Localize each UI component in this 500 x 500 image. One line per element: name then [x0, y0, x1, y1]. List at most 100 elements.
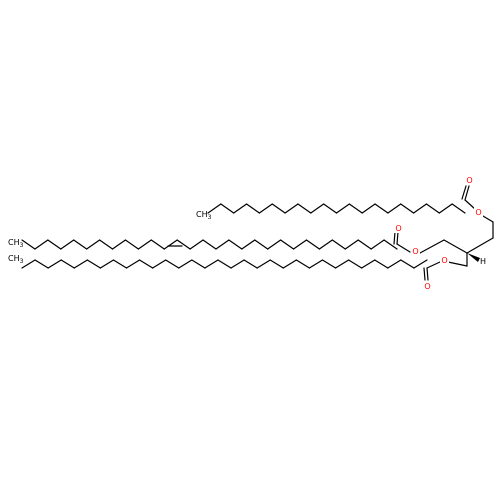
acyl-chain-bottom [269, 259, 284, 269]
acyl-chain-top [233, 203, 248, 214]
oxygen-label-bg [474, 207, 483, 217]
methyl-label-middle: CH3 [8, 238, 24, 249]
bond-layer [21, 185, 494, 281]
acyl-chain-bottom [256, 259, 271, 269]
ester-oxygen-label-middle: O [412, 247, 418, 256]
acyl-chain-top [413, 203, 428, 214]
acyl-chain-middle [21, 239, 36, 250]
carbonyl-oxygen-label-bottom: O [424, 282, 430, 291]
acyl-chain-bottom [152, 259, 167, 269]
acyl-chain-middle [254, 239, 269, 250]
acyl-chain-middle [241, 239, 256, 250]
acyl-chain-bottom [99, 259, 115, 269]
acyl-chain-middle [189, 239, 204, 250]
acyl-chain-middle [370, 239, 385, 250]
acyl-chain-top [207, 203, 222, 214]
acyl-chain-middle [215, 239, 230, 250]
carbonyl-double-bond [423, 267, 426, 281]
acyl-chain-top [387, 203, 402, 214]
acyl-chain-top [323, 203, 338, 214]
acyl-chain-middle [202, 239, 217, 250]
acyl-chain-middle [124, 239, 139, 250]
ester-oxygen-label-bottom: O [441, 256, 447, 265]
ester-bond [464, 199, 476, 210]
methyl-label-top: CH3 [196, 210, 212, 221]
acyl-chain-middle [98, 239, 114, 250]
acyl-chain-middle [383, 239, 398, 250]
acyl-chain-bottom [112, 259, 128, 269]
acyl-chain-middle [150, 239, 165, 250]
acyl-chain-bottom [21, 259, 36, 269]
acyl-chain-top [258, 203, 273, 214]
acyl-chain-top [245, 203, 260, 214]
carbonyl-oxygen-label-middle: O [395, 224, 401, 233]
acyl-chain-top [335, 203, 350, 214]
acyl-chain-middle [60, 239, 75, 250]
oxygen-label-bg [394, 223, 403, 233]
acyl-chain-top [310, 203, 325, 214]
ester-bond [447, 261, 468, 267]
acyl-chain-bottom [243, 259, 258, 269]
acyl-chain-middle [305, 239, 321, 250]
carbonyl-double-bond [396, 231, 399, 245]
carbonyl-double-bond [461, 185, 467, 200]
carbonyl-oxygen-label-top: O [466, 176, 472, 185]
acyl-chain-bottom [348, 259, 363, 269]
oxygen-label-bg [411, 246, 420, 256]
acyl-chain-top [284, 203, 299, 214]
acyl-chain-bottom [308, 259, 324, 269]
acyl-chain-bottom [34, 259, 49, 269]
glycerol-bond [419, 239, 445, 254]
stereo-hydrogen-label: H [480, 257, 486, 266]
acyl-chain-bottom [400, 259, 415, 269]
oxygen-label-bg [465, 175, 474, 185]
acyl-chain-top [361, 203, 376, 214]
acyl-chain-middle [111, 239, 127, 250]
oxygen-label-bg [423, 281, 432, 291]
acyl-chain-middle [34, 239, 49, 250]
acyl-chain-top [425, 203, 440, 214]
acyl-chain-bottom [138, 259, 154, 269]
glycerol-bond [466, 237, 494, 254]
acyl-chain-bottom [387, 259, 402, 269]
acyl-chain-bottom [361, 259, 376, 269]
acyl-chain-top [400, 203, 415, 214]
acyl-chain-bottom [125, 259, 141, 269]
oxygen-label-bg [440, 255, 449, 265]
acyl-chain-middle [318, 239, 333, 250]
acyl-chain-middle [344, 239, 359, 250]
ester-bond [426, 261, 441, 269]
acyl-chain-top [297, 203, 312, 214]
acyl-chain-bottom [413, 259, 428, 269]
acyl-chain-bottom [165, 259, 180, 269]
acyl-chain-bottom [230, 259, 245, 269]
acyl-chain-bottom [334, 259, 350, 269]
ester-oxygen-label-top: O [475, 208, 481, 217]
acyl-chain-bottom [47, 259, 62, 269]
stereo-wedge-bond [467, 253, 480, 262]
acyl-chain-bottom [60, 259, 75, 269]
acyl-chain-middle [137, 239, 152, 250]
carbonyl-double-bond [426, 267, 429, 281]
acyl-chain-middle [280, 239, 295, 250]
acyl-chain-bottom [204, 259, 219, 269]
acyl-chain-bottom [73, 259, 88, 269]
acyl-chain-top [348, 203, 363, 214]
ester-bond [396, 243, 411, 253]
acyl-chain-middle [292, 239, 308, 250]
acyl-chain-top [220, 203, 235, 214]
methyl-label-bottom: CH3 [8, 254, 24, 265]
atom-label-layer: O O O O O O H CH3 CH3 CH3 [8, 175, 486, 291]
carbonyl-double-bond [464, 185, 470, 201]
acyl-chain-middle [357, 239, 372, 250]
acyl-chain-middle [267, 239, 282, 250]
acyl-chain-top [374, 203, 389, 214]
acyl-chain-bottom [282, 259, 297, 269]
acyl-chain-bottom [374, 259, 389, 269]
acyl-chain-bottom [191, 259, 206, 269]
acyl-chain-top [451, 203, 466, 214]
acyl-chain-bottom [295, 259, 311, 269]
acyl-chain-top [271, 203, 286, 214]
acyl-chain-middle [176, 239, 191, 250]
